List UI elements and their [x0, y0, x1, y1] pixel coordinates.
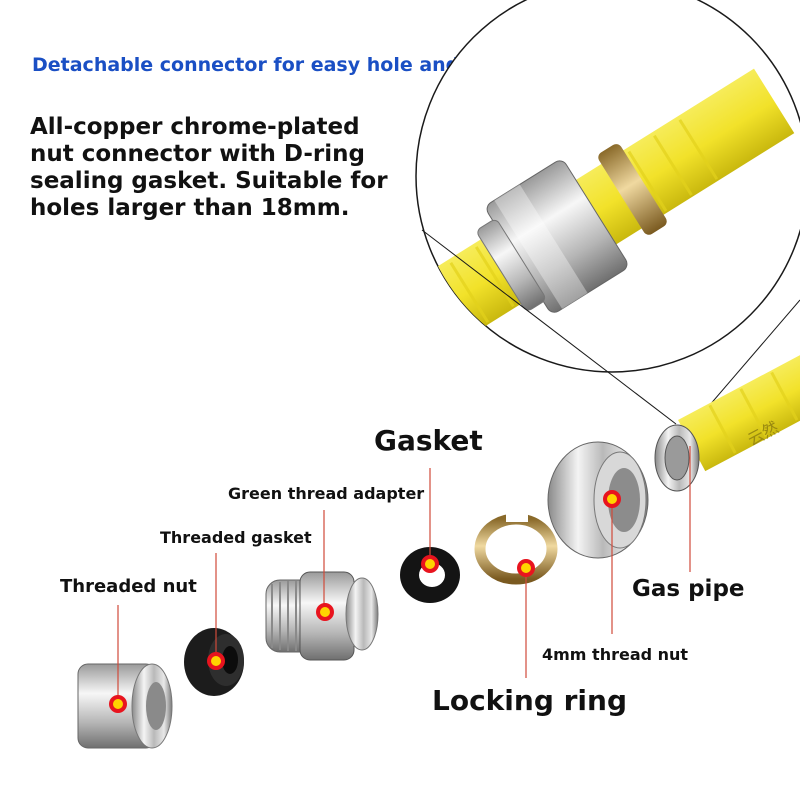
marker-dot [517, 559, 535, 577]
label-green-thread-adapter: Green thread adapter [228, 484, 425, 503]
magnified-inset [415, 0, 800, 373]
marker-dot [316, 603, 334, 621]
callout-markers [109, 490, 621, 713]
label-gasket: Gasket [374, 424, 483, 457]
locking-ring-part [474, 512, 558, 585]
thread-nut-4mm-part [547, 441, 649, 559]
label-gas-pipe: Gas pipe [632, 576, 745, 602]
marker-dot [421, 555, 439, 573]
gas-pipe [654, 344, 800, 492]
marker-dot [603, 490, 621, 508]
zoom-guide-line [421, 229, 677, 425]
marker-dot [207, 652, 225, 670]
label-threaded-nut: Threaded nut [60, 576, 197, 597]
label-threaded-gasket: Threaded gasket [160, 528, 312, 547]
leader-lines [117, 446, 691, 702]
product-description: All-copper chrome-plated nut connector w… [30, 114, 388, 221]
label-locking-ring: Locking ring [432, 684, 628, 717]
label-4mm-thread-nut: 4mm thread nut [542, 645, 689, 664]
marker-dot [109, 695, 127, 713]
